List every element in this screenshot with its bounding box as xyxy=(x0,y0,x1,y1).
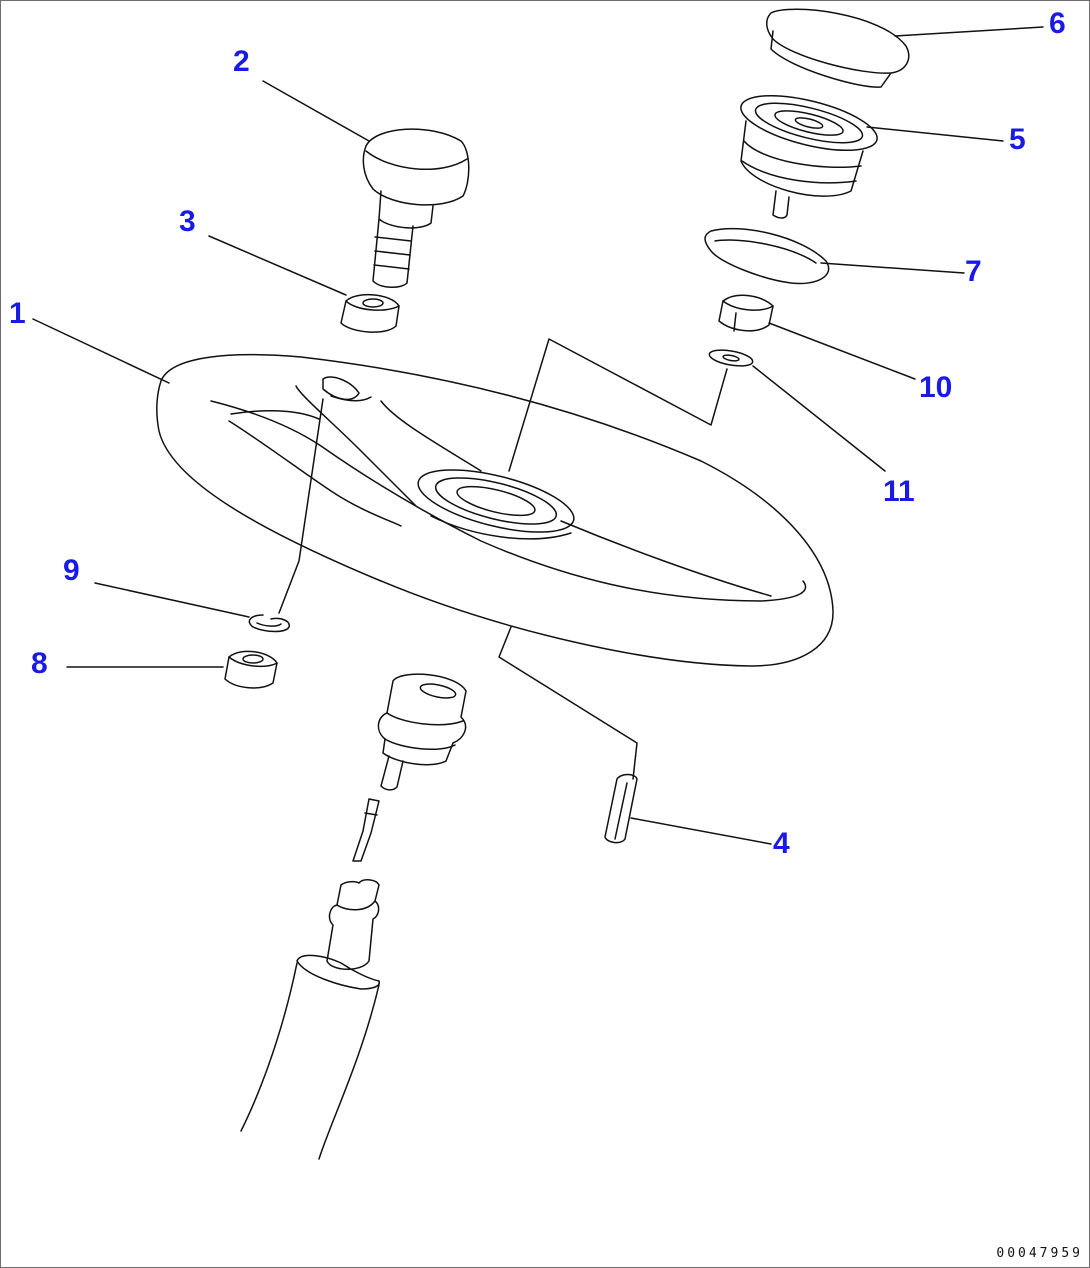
callout-2: 2 xyxy=(233,45,250,78)
callout-6: 6 xyxy=(1049,7,1066,40)
horn-button xyxy=(740,95,878,219)
leader-line-4 xyxy=(630,817,772,845)
callout-7: 7 xyxy=(965,255,982,288)
callout-9: 9 xyxy=(63,554,80,587)
callout-4: 4 xyxy=(773,827,790,860)
callout-11: 11 xyxy=(883,475,915,508)
callout-1: 1 xyxy=(9,297,26,330)
callout-3: 3 xyxy=(179,205,196,238)
drawing-number: 00047959 xyxy=(996,1246,1083,1261)
washer-9 xyxy=(248,614,290,633)
leader-line-3 xyxy=(208,235,347,296)
leader-line-1 xyxy=(32,318,170,384)
leader-line-6 xyxy=(894,26,1044,37)
leader-line-2 xyxy=(262,80,370,142)
leader-lines xyxy=(32,26,1044,845)
pin xyxy=(604,773,638,844)
assembly-line-top xyxy=(508,338,728,472)
leader-line-7 xyxy=(820,262,965,274)
leader-line-11 xyxy=(752,365,886,472)
washer-11 xyxy=(708,349,754,367)
horn-cap xyxy=(766,8,910,88)
leader-line-5 xyxy=(866,126,1004,142)
snap-ring xyxy=(704,227,830,285)
steering-column xyxy=(240,879,380,1160)
callout-10: 10 xyxy=(919,371,953,404)
nut-3 xyxy=(340,293,400,333)
knob xyxy=(362,128,470,288)
steering-wheel xyxy=(156,353,834,667)
callout-8: 8 xyxy=(31,647,48,680)
leader-line-9 xyxy=(94,582,250,618)
assembly-line-bottom xyxy=(498,626,638,780)
leader-line-10 xyxy=(768,322,916,380)
hub-adapter xyxy=(352,673,467,862)
assembly-line-left xyxy=(278,398,324,614)
nut-8 xyxy=(224,650,278,689)
nut-10 xyxy=(718,294,774,332)
callout-5: 5 xyxy=(1009,123,1026,156)
